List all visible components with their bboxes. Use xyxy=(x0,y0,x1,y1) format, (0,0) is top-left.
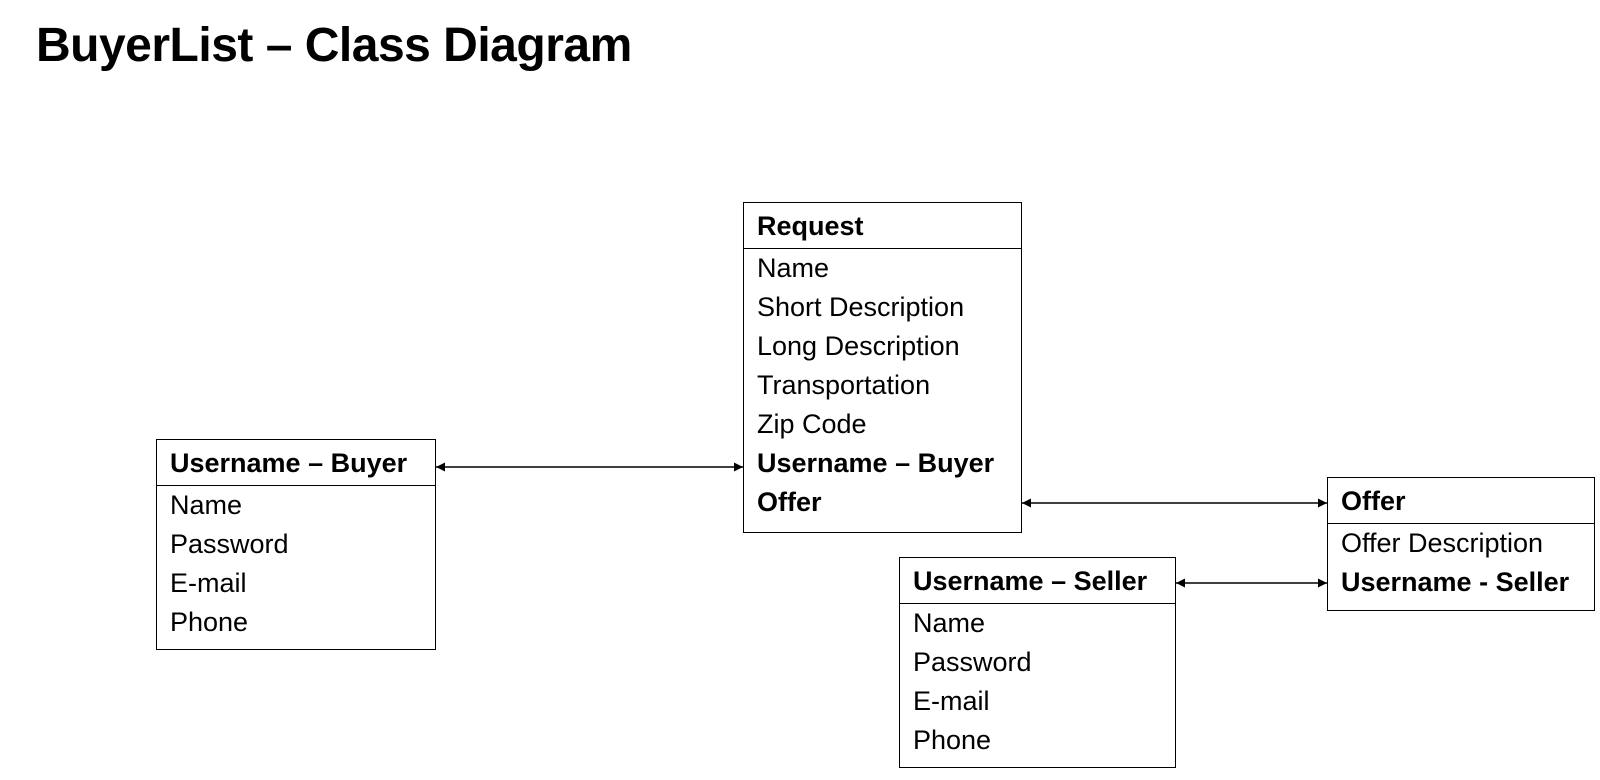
attribute-seller-name: Name xyxy=(913,608,986,638)
class-box-buyer: Username – Buyer Name Password E-mail Ph… xyxy=(156,439,436,650)
attribute-list-offer: Offer Description Username - Seller xyxy=(1328,524,1594,602)
class-name-seller: Username – Seller xyxy=(900,558,1175,604)
attribute-list-buyer: Name Password E-mail Phone xyxy=(157,486,435,642)
attribute-buyer-name: Name xyxy=(170,490,243,520)
attribute-request-short-description: Short Description xyxy=(757,292,965,322)
page-title: BuyerList – Class Diagram xyxy=(36,19,632,72)
class-box-request: Request Name Short Description Long Desc… xyxy=(743,202,1022,533)
attribute-offer-username-seller: Username - Seller xyxy=(1341,567,1570,597)
attribute-offer-description: Offer Description xyxy=(1341,528,1544,558)
attribute-buyer-phone: Phone xyxy=(170,607,249,637)
attribute-list-request: Name Short Description Long Description … xyxy=(744,249,1021,522)
attribute-request-offer: Offer xyxy=(757,487,822,517)
attribute-request-transportation: Transportation xyxy=(757,370,931,400)
class-name-buyer: Username – Buyer xyxy=(157,440,435,486)
class-name-request: Request xyxy=(744,203,1021,249)
attribute-buyer-email: E-mail xyxy=(170,568,247,598)
class-name-offer: Offer xyxy=(1328,478,1594,524)
attribute-seller-phone: Phone xyxy=(913,725,992,755)
class-box-offer: Offer Offer Description Username - Selle… xyxy=(1327,477,1595,611)
attribute-request-long-description: Long Description xyxy=(757,331,960,361)
attribute-request-username-buyer: Username – Buyer xyxy=(757,448,995,478)
class-box-seller: Username – Seller Name Password E-mail P… xyxy=(899,557,1176,768)
attribute-list-seller: Name Password E-mail Phone xyxy=(900,604,1175,760)
attribute-buyer-password: Password xyxy=(170,529,289,559)
attribute-seller-password: Password xyxy=(913,647,1032,677)
attribute-request-name: Name xyxy=(757,253,830,283)
attribute-seller-email: E-mail xyxy=(913,686,990,716)
attribute-request-zip-code: Zip Code xyxy=(757,409,867,439)
